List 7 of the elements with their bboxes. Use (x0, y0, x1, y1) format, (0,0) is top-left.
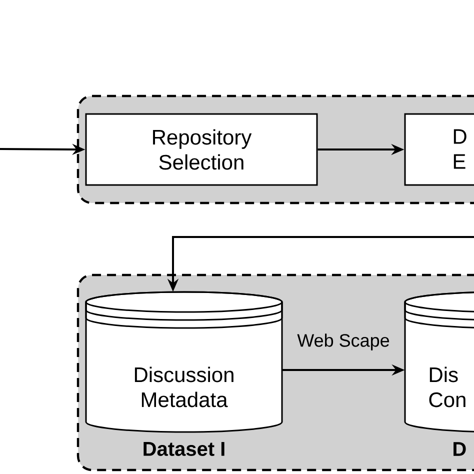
process-box: Repository Selection (85, 113, 318, 186)
process-box: D E (404, 113, 474, 186)
database-cylinder: Dis Con (404, 291, 474, 433)
dataset-caption: D (454, 442, 466, 456)
database-cylinder: Discussion Metadata (85, 291, 283, 433)
dataset-caption: Dataset I (144, 442, 224, 456)
edge-label: Web Scape (296, 332, 391, 352)
